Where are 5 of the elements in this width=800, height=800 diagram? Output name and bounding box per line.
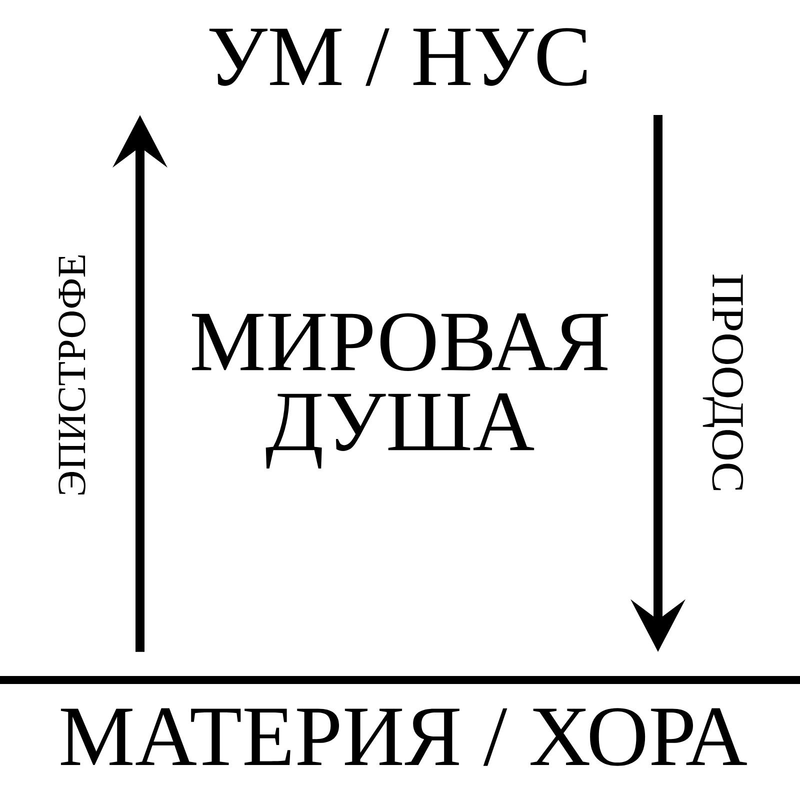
edge-label: ЭПИСТРОФЕ bbox=[58, 255, 86, 495]
lower-label: МАТЕРИЯ / ХОРА bbox=[60, 708, 747, 766]
upper-label: УМ / НУС bbox=[209, 28, 587, 86]
center-label: МИРОВАЯ ДУША bbox=[192, 313, 608, 468]
edge-label: ПРООДОС bbox=[702, 274, 744, 490]
